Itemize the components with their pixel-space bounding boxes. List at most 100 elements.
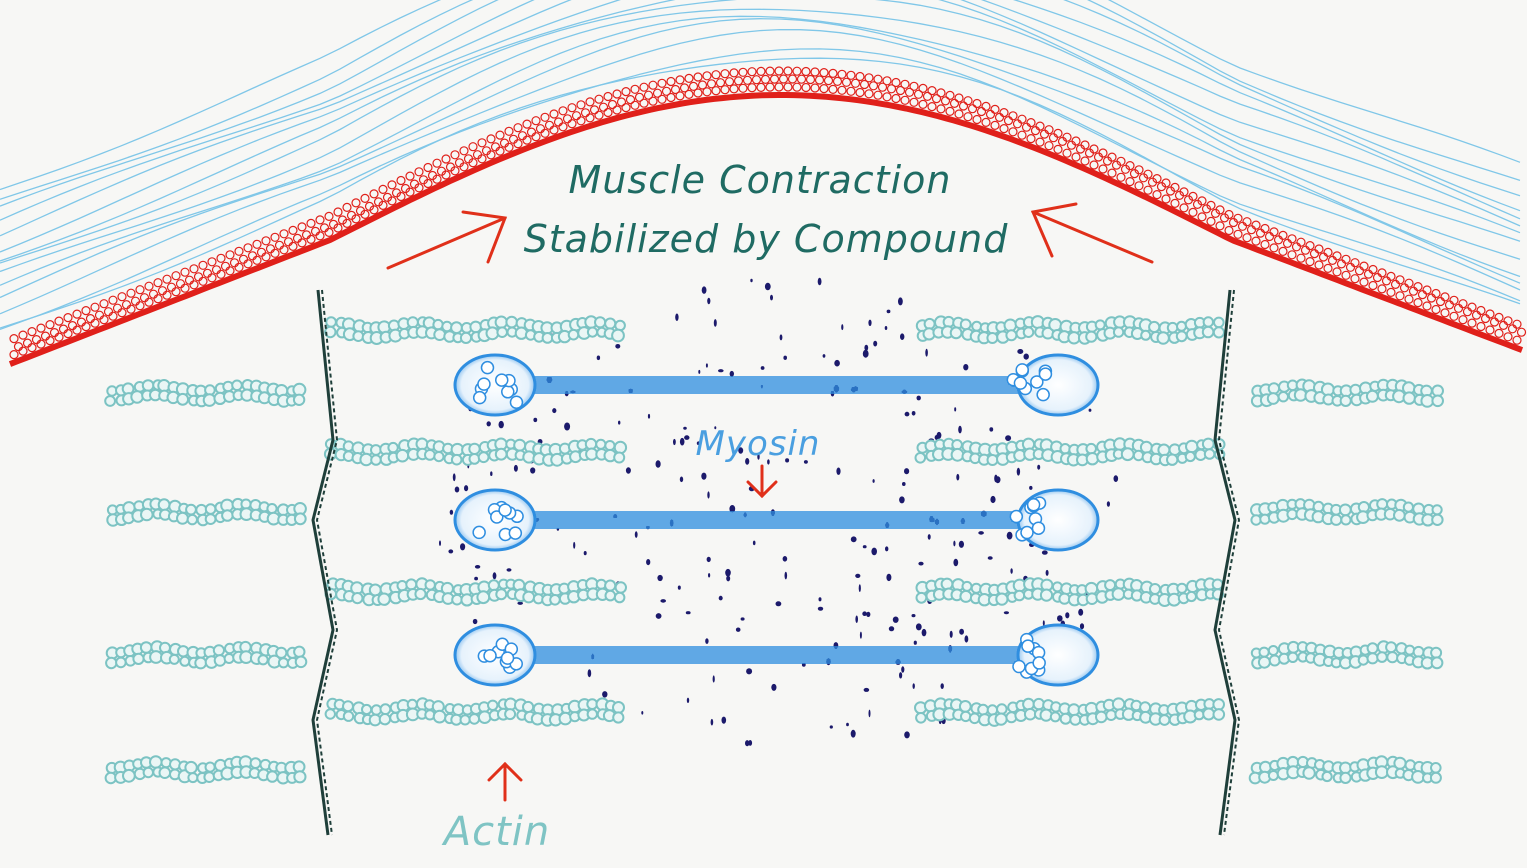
particle (899, 496, 905, 503)
particle (871, 548, 877, 556)
particle (886, 574, 891, 581)
particle (771, 684, 776, 691)
particle (708, 573, 710, 577)
particle (713, 675, 715, 682)
particle (887, 310, 891, 314)
particle (1080, 623, 1084, 629)
particle (965, 635, 969, 642)
particle (873, 341, 877, 347)
particle (490, 471, 492, 476)
particle (860, 632, 862, 639)
particle (530, 467, 535, 473)
particle (950, 631, 953, 638)
particle (862, 611, 867, 616)
particle (514, 465, 518, 472)
particle (958, 426, 962, 434)
particle (885, 546, 888, 551)
particle (851, 536, 857, 542)
particle (776, 601, 782, 606)
particle (573, 542, 575, 549)
particle (626, 467, 631, 473)
particle (701, 473, 706, 480)
particle (684, 435, 689, 440)
particle (893, 617, 899, 623)
particle (683, 427, 687, 430)
title-line-2: Stabilized by Compound (524, 217, 1009, 261)
particle (1004, 611, 1009, 614)
particle (584, 551, 587, 555)
particle (741, 617, 745, 620)
particle (1114, 475, 1119, 482)
particle (918, 562, 923, 566)
particle (1023, 354, 1028, 360)
particle (657, 575, 662, 581)
particle (635, 531, 638, 538)
particle (474, 577, 478, 581)
particle (1037, 465, 1040, 470)
particle (830, 725, 833, 728)
particle (834, 360, 840, 367)
particle (761, 366, 765, 370)
particle (864, 688, 870, 692)
particle (823, 354, 826, 358)
particle (678, 586, 681, 590)
particle (851, 730, 856, 738)
particle (899, 672, 902, 678)
particle (783, 556, 788, 562)
particle (687, 698, 689, 703)
particle (705, 638, 708, 644)
particle (868, 320, 871, 326)
particle (686, 611, 691, 614)
particle (978, 531, 984, 535)
particle (1029, 486, 1032, 490)
particle (783, 356, 787, 360)
particle (453, 473, 456, 481)
particle (680, 477, 683, 483)
particle (517, 602, 523, 605)
particle (904, 731, 910, 738)
particle (722, 717, 727, 724)
actin-label: Actin (441, 809, 551, 855)
particle (937, 432, 942, 439)
particle (836, 468, 840, 475)
particle (963, 364, 968, 370)
particle (473, 619, 478, 624)
particle (439, 540, 441, 546)
particle (846, 723, 849, 727)
particle (889, 626, 894, 631)
particle (1107, 501, 1110, 507)
particle (855, 574, 860, 578)
particle (912, 614, 916, 617)
particle (475, 565, 480, 569)
particle (866, 612, 870, 617)
particle (898, 297, 903, 305)
particle (448, 549, 453, 553)
particle (533, 418, 537, 422)
particle (956, 474, 959, 481)
particle (914, 641, 917, 645)
particle (455, 487, 460, 493)
particle (901, 666, 904, 672)
particle (785, 572, 788, 580)
particle (1046, 570, 1049, 576)
particle (718, 369, 724, 372)
particle (1089, 409, 1092, 412)
particle (745, 740, 749, 746)
particle (565, 391, 569, 396)
particle (707, 491, 709, 498)
particle (746, 668, 752, 674)
particle (1078, 609, 1083, 616)
particle (552, 408, 556, 413)
particle (1005, 435, 1011, 441)
particle (725, 569, 731, 577)
particle (680, 438, 685, 446)
particle (916, 623, 922, 630)
particle (698, 370, 700, 374)
particle (780, 334, 783, 340)
particle (818, 278, 822, 286)
particle (730, 371, 734, 377)
particle (925, 349, 928, 357)
particle (464, 485, 468, 491)
particle (736, 628, 741, 632)
particle (1057, 615, 1063, 621)
